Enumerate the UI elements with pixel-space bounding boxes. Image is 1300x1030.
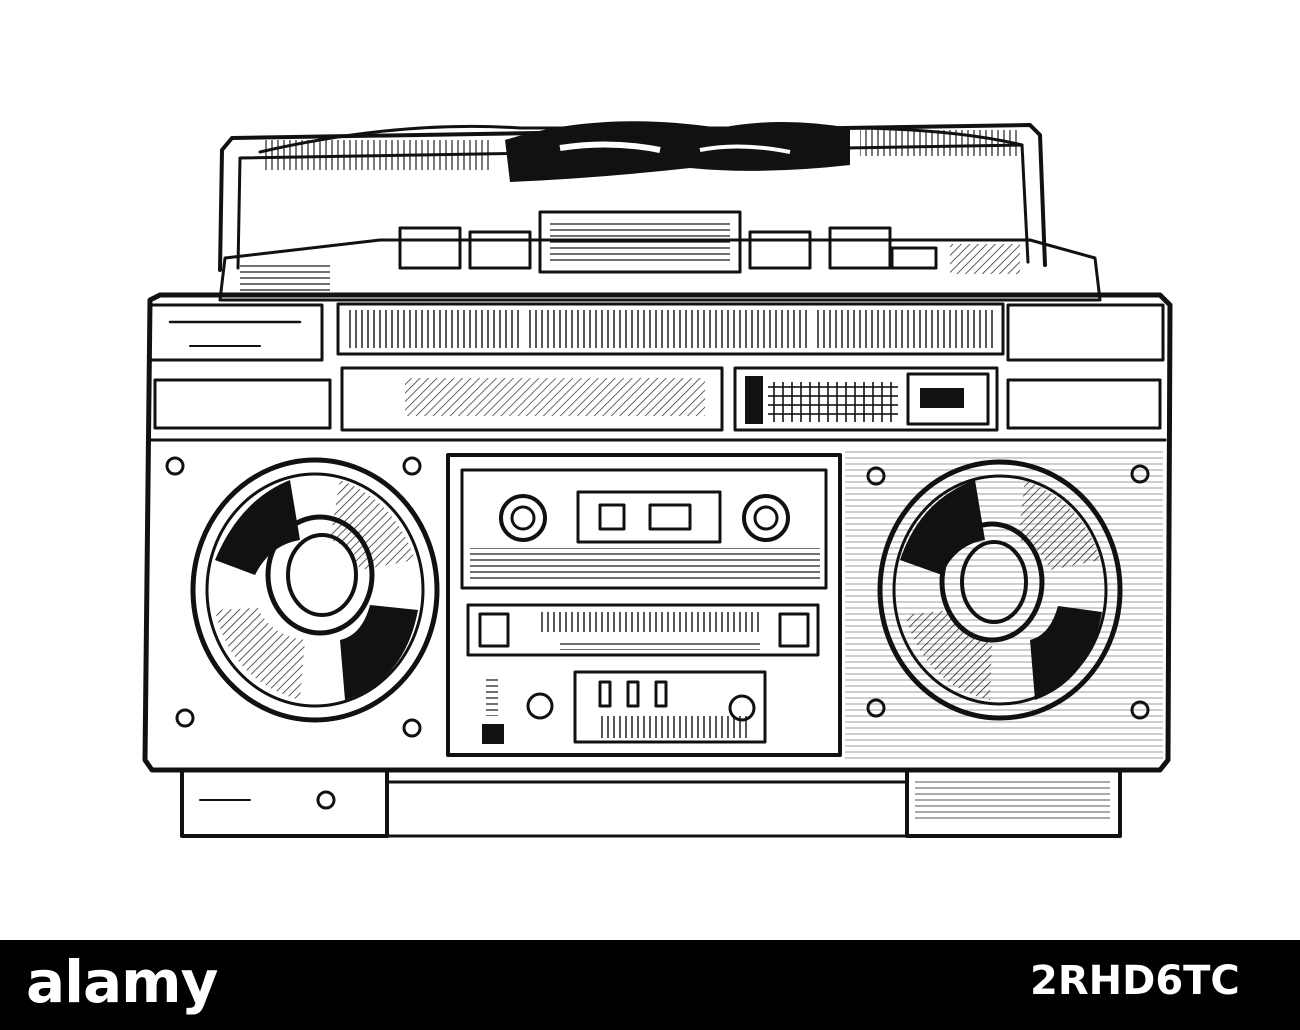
cassette-deck <box>446 453 842 757</box>
left-speaker <box>165 456 440 738</box>
handle <box>218 121 1047 272</box>
boombox-illustration <box>142 121 1173 838</box>
top-deck <box>218 210 1102 302</box>
stock-watermark-bar: alamy 2RHD6TC <box>0 940 1300 1030</box>
body <box>142 292 1173 773</box>
alamy-logo: alamy <box>26 948 218 1016</box>
right-speaker <box>845 450 1163 760</box>
base <box>180 768 1122 838</box>
image-id-label: 2RHD6TC <box>1030 958 1240 1004</box>
